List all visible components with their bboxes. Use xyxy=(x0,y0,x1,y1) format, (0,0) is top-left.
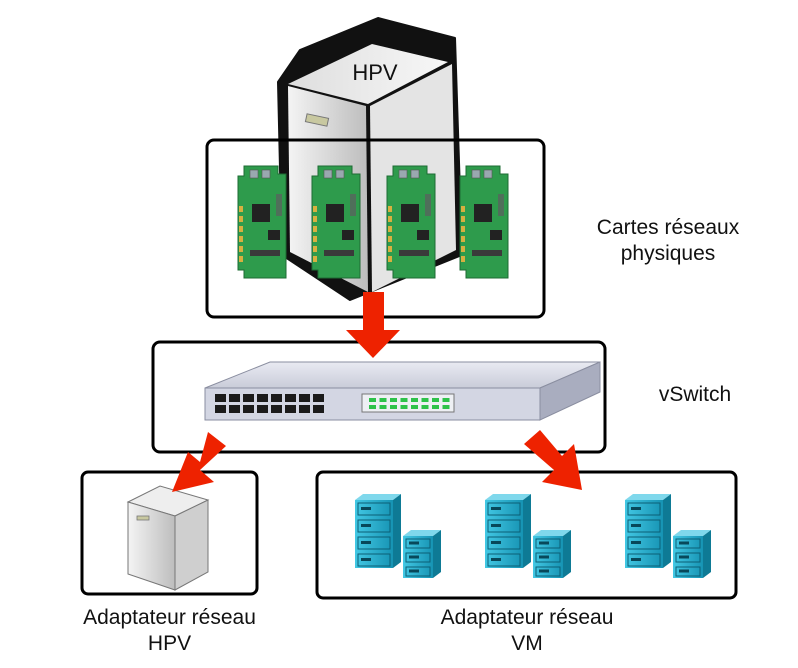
switch-led xyxy=(369,398,376,402)
switch-icon xyxy=(204,361,601,421)
switch-port xyxy=(257,394,268,402)
vm-adapter-container xyxy=(315,470,738,600)
switch-led xyxy=(442,405,450,409)
switch-port xyxy=(243,394,254,402)
switch-led xyxy=(421,398,429,402)
switch-led xyxy=(400,398,408,402)
switch-port xyxy=(271,394,282,402)
vm-adapter-label: Adaptateur réseau VM xyxy=(440,606,614,655)
switch-port xyxy=(271,405,282,413)
switch-led xyxy=(369,405,376,409)
network-cards xyxy=(237,165,509,279)
nic-label: Cartes réseaux physiques xyxy=(596,216,740,265)
network-card-icon xyxy=(459,165,509,279)
hpv-adapter-container xyxy=(80,470,259,596)
switch-led xyxy=(421,405,429,409)
switch-port xyxy=(299,405,310,413)
vm-server-icon xyxy=(485,494,571,578)
switch-led xyxy=(390,398,397,402)
vswitch-label: vSwitch xyxy=(658,383,732,406)
vm-icons xyxy=(355,494,711,578)
hpv-adapter-label: Adaptateur réseau HPV xyxy=(83,606,256,655)
switch-port xyxy=(285,405,296,413)
switch-port xyxy=(313,405,324,413)
switch-port xyxy=(229,405,240,413)
switch-port xyxy=(215,405,226,413)
switch-led xyxy=(390,405,397,409)
switch-port xyxy=(229,394,240,402)
switch-port xyxy=(299,394,310,402)
switch-port xyxy=(257,405,268,413)
vm-server-icon xyxy=(355,494,441,578)
switch-led xyxy=(400,405,408,409)
vm-server-icon xyxy=(625,494,711,578)
hpv-adapter-server-icon xyxy=(126,485,210,591)
switch-led xyxy=(432,398,439,402)
switch-port xyxy=(313,394,324,402)
arrow-to-vm-icon xyxy=(524,430,582,490)
switch-port xyxy=(215,394,226,402)
switch-led xyxy=(379,398,387,402)
switch-led xyxy=(442,398,450,402)
network-card-icon xyxy=(237,165,287,279)
server-title: HPV xyxy=(352,60,398,85)
switch-led xyxy=(411,405,418,409)
arrow-down-icon xyxy=(346,292,400,358)
arrow-to-hpv-icon xyxy=(172,432,226,492)
network-card-icon xyxy=(311,165,361,279)
switch-led xyxy=(379,405,387,409)
switch-port xyxy=(285,394,296,402)
switch-port xyxy=(243,405,254,413)
network-card-icon xyxy=(386,165,436,279)
switch-led xyxy=(432,405,439,409)
switch-led xyxy=(411,398,418,402)
